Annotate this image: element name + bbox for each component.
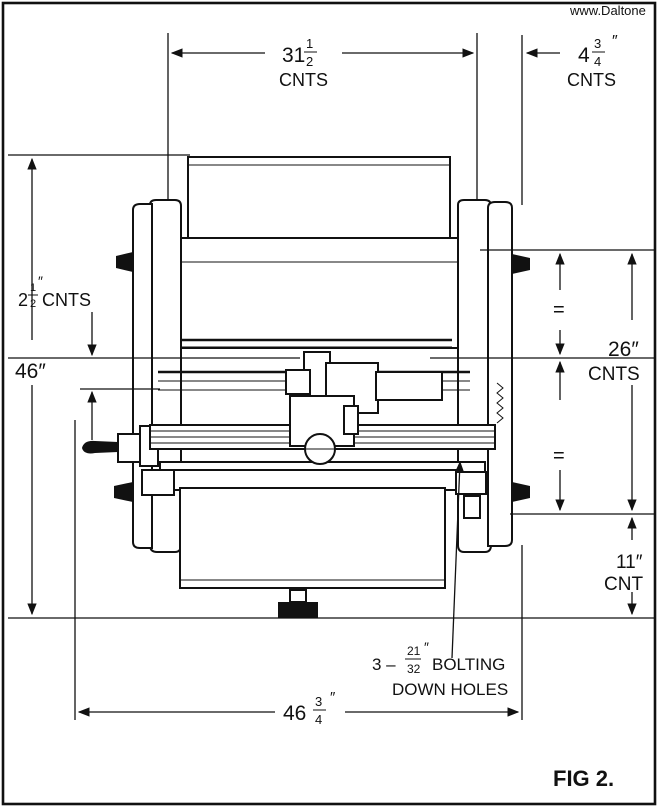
- bolting-note: 3 – 21 32 ″ BOLTING DOWN HOLES: [372, 460, 508, 699]
- figure-label: FIG 2.: [553, 766, 614, 791]
- extension-lines: [8, 33, 655, 720]
- bottom-drum: [179, 487, 446, 589]
- dim-right-center: 26″ CNTS: [588, 252, 640, 512]
- cutter-carriage: [285, 351, 443, 465]
- left-knob-top: [116, 252, 133, 272]
- svg-text:3: 3: [315, 694, 322, 709]
- svg-text:2: 2: [18, 290, 28, 310]
- svg-text:1: 1: [306, 36, 313, 51]
- machine-body: [82, 156, 530, 618]
- svg-text:4: 4: [594, 54, 601, 69]
- svg-text:″: ″: [612, 33, 618, 50]
- svg-text:″: ″: [424, 639, 429, 655]
- dim-right-bottom: 11″ CNT: [604, 516, 643, 616]
- dim-height-total: 46″: [15, 157, 46, 616]
- left-handle: [82, 440, 118, 454]
- svg-text:46: 46: [283, 702, 306, 725]
- svg-text:CNTS: CNTS: [42, 290, 91, 310]
- svg-text:DOWN HOLES: DOWN HOLES: [392, 680, 508, 699]
- svg-text:BOLTING: BOLTING: [432, 655, 505, 674]
- svg-text:″: ″: [330, 689, 336, 706]
- dim-bottom-width: 46 3 4 ″: [77, 689, 520, 727]
- right-knob-bottom: [512, 482, 530, 502]
- svg-text:CNTS: CNTS: [279, 70, 328, 90]
- svg-text:1: 1: [30, 282, 36, 294]
- upper-frame: [173, 237, 463, 349]
- machine-foot: [278, 602, 318, 618]
- svg-text:26″: 26″: [608, 338, 639, 361]
- svg-text:32: 32: [407, 662, 421, 676]
- svg-text:4: 4: [315, 712, 322, 727]
- svg-text:CNTS: CNTS: [588, 364, 640, 385]
- svg-text:4: 4: [578, 44, 590, 67]
- svg-text:=: =: [553, 299, 565, 321]
- svg-text:46″: 46″: [15, 360, 46, 383]
- left-side-frame: [149, 199, 182, 553]
- dim-right-offset: 4 3 4 ″ CNTS: [525, 33, 618, 90]
- svg-text:2: 2: [306, 54, 313, 69]
- left-knob-bottom: [114, 482, 133, 502]
- right-knob-top: [512, 254, 530, 274]
- svg-text:2: 2: [30, 298, 36, 310]
- svg-text:3 –: 3 –: [372, 655, 396, 674]
- svg-text:11″: 11″: [616, 552, 643, 573]
- svg-text:=: =: [553, 445, 565, 467]
- svg-text:21: 21: [407, 644, 421, 658]
- top-roller-housing: [187, 156, 451, 242]
- dim-top-width: 31 1 2 CNTS: [170, 36, 475, 90]
- svg-text:CNTS: CNTS: [567, 70, 616, 90]
- svg-text:31: 31: [282, 44, 305, 67]
- dim-equal-halves: = =: [553, 252, 565, 512]
- dim-left-small: 2 1 2 ″ CNTS: [18, 273, 97, 440]
- svg-text:″: ″: [38, 273, 43, 289]
- svg-text:3: 3: [594, 36, 601, 51]
- watermark-text: www.Daltone: [569, 3, 646, 18]
- svg-text:CNT: CNT: [604, 574, 643, 595]
